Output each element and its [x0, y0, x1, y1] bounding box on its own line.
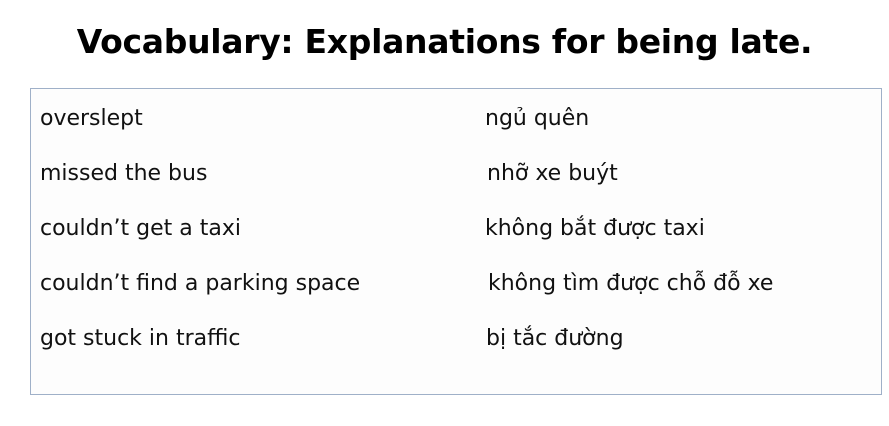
- english-term: overslept: [40, 106, 143, 131]
- vocabulary-row: missed the bus nhỡ xe buýt: [31, 161, 881, 201]
- vocabulary-row: overslept ngủ quên: [31, 106, 881, 146]
- vietnamese-translation: không tìm được chỗ đỗ xe: [488, 271, 774, 296]
- vietnamese-translation: nhỡ xe buýt: [487, 161, 618, 186]
- english-term: missed the bus: [40, 161, 208, 186]
- vocabulary-row: couldn’t find a parking space không tìm …: [31, 271, 881, 311]
- english-term: got stuck in traffic: [40, 326, 241, 351]
- vietnamese-translation: không bắt được taxi: [485, 216, 705, 241]
- vocabulary-box: overslept ngủ quên missed the bus nhỡ xe…: [30, 88, 882, 395]
- vietnamese-translation: ngủ quên: [485, 106, 590, 131]
- english-term: couldn’t get a taxi: [40, 216, 241, 241]
- page-title: Vocabulary: Explanations for being late.: [76, 22, 813, 61]
- vocabulary-row: got stuck in traffic bị tắc đường: [31, 326, 881, 366]
- vocabulary-row: couldn’t get a taxi không bắt được taxi: [31, 216, 881, 256]
- vietnamese-translation: bị tắc đường: [486, 326, 624, 351]
- english-term: couldn’t find a parking space: [40, 271, 361, 296]
